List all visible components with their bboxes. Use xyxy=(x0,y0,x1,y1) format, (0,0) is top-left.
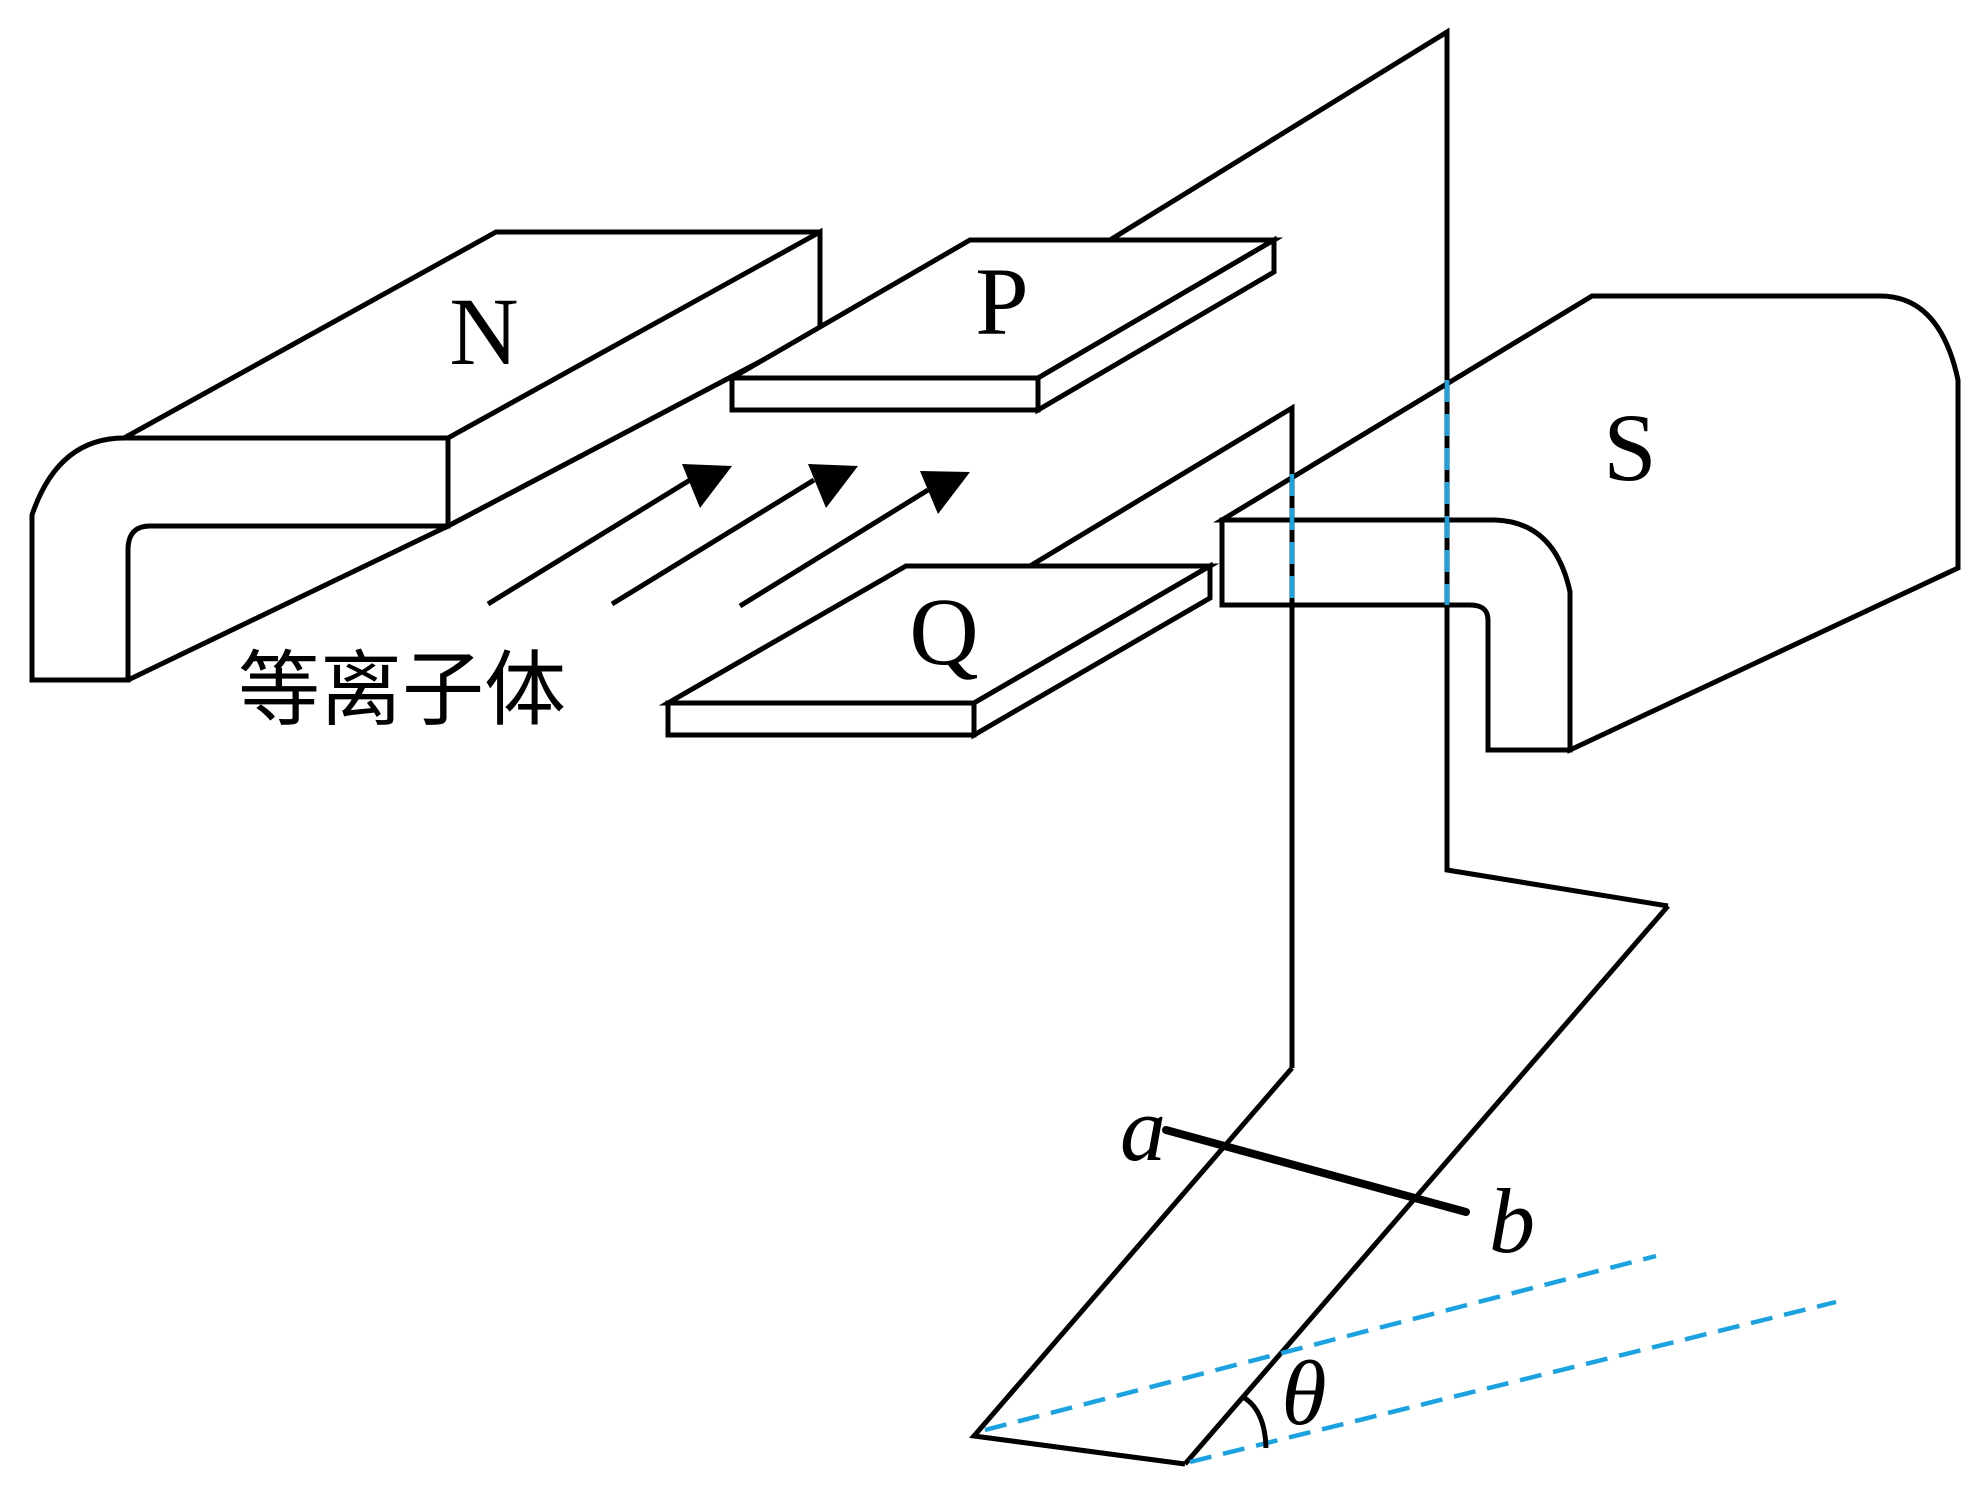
horizontal-reference-bottom xyxy=(1189,1299,1837,1465)
guide-lines xyxy=(984,380,1837,1465)
magnet-s xyxy=(1213,293,1961,754)
plate-q xyxy=(658,561,1220,740)
angle-arc xyxy=(1241,1394,1269,1449)
magnet-n xyxy=(29,227,823,683)
plasma-arrow xyxy=(610,477,816,607)
label-plasma: 等离子体 xyxy=(238,643,566,738)
wire-to-plate-q xyxy=(1028,403,1295,1068)
arrowhead-icon xyxy=(682,464,732,508)
label-q: Q xyxy=(909,578,978,685)
plasma-arrows xyxy=(486,464,970,609)
arrowhead-icon xyxy=(808,464,858,508)
horizontal-reference-top xyxy=(984,1253,1657,1433)
plasma-arrow xyxy=(486,477,692,607)
label-n: N xyxy=(449,278,518,385)
label-a: a xyxy=(1120,1078,1166,1180)
arrowhead-icon xyxy=(920,471,970,514)
rod-ab xyxy=(1162,1126,1470,1216)
label-theta: θ xyxy=(1281,1342,1326,1444)
label-s: S xyxy=(1603,394,1656,501)
plate-p xyxy=(722,235,1284,415)
label-b: b xyxy=(1489,1170,1535,1272)
plasma-arrow xyxy=(738,487,930,609)
label-p: P xyxy=(975,248,1028,355)
rail-right xyxy=(1183,904,1670,1466)
rail-left xyxy=(969,1066,1294,1467)
